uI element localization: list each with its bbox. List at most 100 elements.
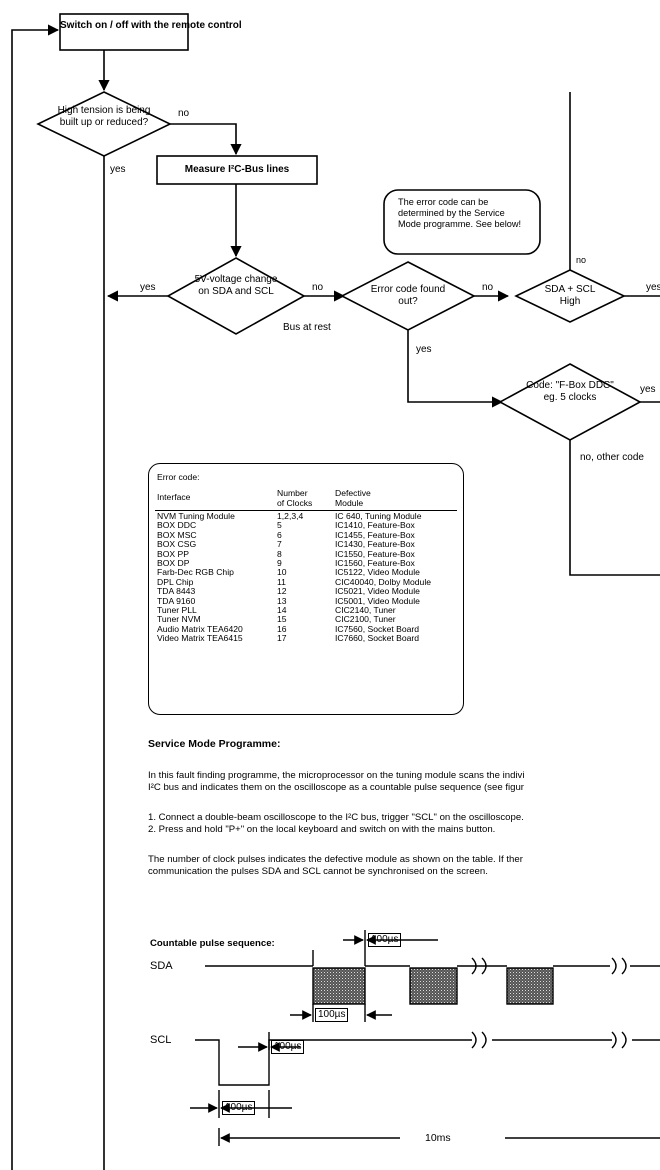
bus-rest-label: Bus at rest (283, 322, 331, 333)
d4-no-label: no (576, 255, 587, 265)
module-cell: IC1550, Feature-Box (335, 548, 415, 559)
measure-box (156, 155, 318, 185)
table-row: TDA 8443 12 IC5021, Video Module (157, 586, 455, 597)
timing-label-4: 100µs (222, 1101, 256, 1115)
note-box-text: The error code can be determined by the … (398, 197, 522, 229)
module-cell: IC7560, Socket Board (335, 623, 420, 634)
d4-text: SDA + SCL High (544, 284, 596, 307)
d2-yes-label: yes (140, 282, 156, 293)
interface-cell: BOX MSC (157, 529, 197, 540)
start-box (59, 13, 189, 51)
service-p1-line1: In this fault finding programme, the mic… (148, 770, 525, 781)
sda-label: SDA (150, 960, 173, 972)
clocks-cell: 8 (277, 548, 282, 559)
sda-pulse-3 (506, 967, 554, 1005)
clocks-cell: 7 (277, 539, 282, 550)
interface-cell: BOX PP (157, 548, 189, 559)
module-cell: IC1430, Feature-Box (335, 539, 415, 550)
d3-yes-label: yes (416, 344, 432, 355)
clocks-cell: 12 (277, 586, 287, 597)
loop-line (11, 24, 60, 1170)
table-row: Audio Matrix TEA6420 16 IC7560, Socket Boa… (157, 623, 455, 634)
module-cell: CIC2140, Tuner (335, 605, 396, 616)
arrow-d1-no (170, 123, 242, 156)
clocks-cell: 5 (277, 520, 282, 531)
interface-cell: NVM Tuning Module (157, 511, 235, 521)
d3-text: Error code found out? (370, 284, 446, 307)
d2-no-label: no (312, 282, 324, 293)
module-cell: IC1410, Feature-Box (335, 520, 415, 531)
span-label: 10ms (425, 1132, 451, 1144)
clocks-cell: 11 (277, 576, 286, 587)
note-box (383, 189, 541, 255)
service-step2: 2. Press and hold "P+" on the local keyb… (148, 824, 496, 835)
table-row: BOX DP 9 IC1560, Feature-Box (157, 558, 455, 569)
d5-yes-label: yes (640, 384, 656, 395)
measure-box-text: Measure I²C-Bus lines (184, 164, 290, 175)
interface-cell: DPL Chip (157, 576, 194, 587)
clocks-cell: 1,2,3,4 (277, 511, 304, 521)
col-interface: Interface (157, 492, 191, 502)
service-heading: Service Mode Programme: (148, 738, 281, 750)
service-p2-line2: communication the pulses SDA and SCL can… (148, 866, 488, 877)
timing-label-2: 100µs (315, 1008, 349, 1022)
scl-break-2 (611, 1031, 627, 1049)
interface-cell: BOX DDC (157, 520, 197, 531)
diamond-sda-scl (514, 269, 626, 323)
d3-no-label: no (482, 282, 494, 293)
d4-yes-label: yes (646, 282, 660, 293)
d2-text: 5V-voltage change on SDA and SCL (194, 274, 278, 297)
scl-label: SCL (150, 1034, 172, 1046)
sda-break-1 (471, 957, 487, 975)
interface-cell: BOX CSG (157, 539, 197, 550)
table-row: DPL Chip 11 CIC40040, Dolby Module (157, 576, 455, 587)
table-row: Video Matrix TEA6415 17 IC7660, Socket Boa… (157, 633, 455, 644)
module-cell: IC5122, Video Module (335, 567, 420, 578)
table-row: Tuner PLL 14 CIC2140, Tuner (157, 605, 455, 616)
sda-break-2 (611, 957, 627, 975)
module-cell: IC1560, Feature-Box (335, 558, 415, 569)
module-cell: IC7660, Socket Board (335, 633, 420, 644)
timing-label-3: 100µs (271, 1040, 305, 1054)
start-box-text: Switch on / off with the remote control (60, 20, 242, 31)
col-module: Defective Module (335, 488, 371, 508)
col-clocks: Number of Clocks (277, 488, 313, 508)
table-row: Farb-Dec RGB Chip 10 IC5122, Video Module (157, 567, 455, 578)
interface-cell: Video Matrix TEA6415 (157, 633, 243, 644)
sda-pulse-1 (312, 967, 366, 1005)
d1-no-label: no (178, 108, 190, 119)
d1-yes-label: yes (110, 164, 126, 175)
clocks-cell: 6 (277, 529, 282, 540)
module-cell: CIC40040, Dolby Module (335, 576, 432, 587)
clocks-cell: 16 (277, 623, 287, 634)
d5-no-label: no, other code (580, 452, 644, 463)
interface-cell: Tuner PLL (157, 605, 197, 616)
table-row: BOX CSG 7 IC1430, Feature-Box (157, 539, 455, 550)
arrow-d3-yes (407, 330, 504, 408)
module-cell: IC5021, Video Module (335, 586, 420, 597)
table-row: BOX PP 8 IC1550, Feature-Box (157, 548, 455, 559)
error-code-table: Error code: Interface Number of Clocks D… (148, 463, 464, 715)
table-row: BOX DDC 5 IC1410, Feature-Box (157, 520, 455, 531)
pulse-title: Countable pulse sequence: (150, 938, 275, 949)
sda-pulse-2 (409, 967, 458, 1005)
interface-cell: Farb-Dec RGB Chip (157, 567, 234, 578)
module-cell: CIC2100, Tuner (335, 614, 396, 625)
module-cell: IC5001, Video Module (335, 595, 420, 606)
clocks-cell: 14 (277, 605, 287, 616)
clocks-cell: 17 (277, 633, 287, 644)
interface-cell: TDA 8443 (157, 586, 196, 597)
clocks-cell: 9 (277, 558, 282, 569)
diamond-5v (166, 257, 306, 335)
interface-cell: BOX DP (157, 558, 190, 569)
interface-cell: Audio Matrix TEA6420 (157, 623, 243, 634)
clocks-cell: 10 (277, 567, 287, 578)
service-p2-line1: The number of clock pulses indicates the… (148, 854, 523, 865)
line-d5-no (569, 440, 660, 576)
